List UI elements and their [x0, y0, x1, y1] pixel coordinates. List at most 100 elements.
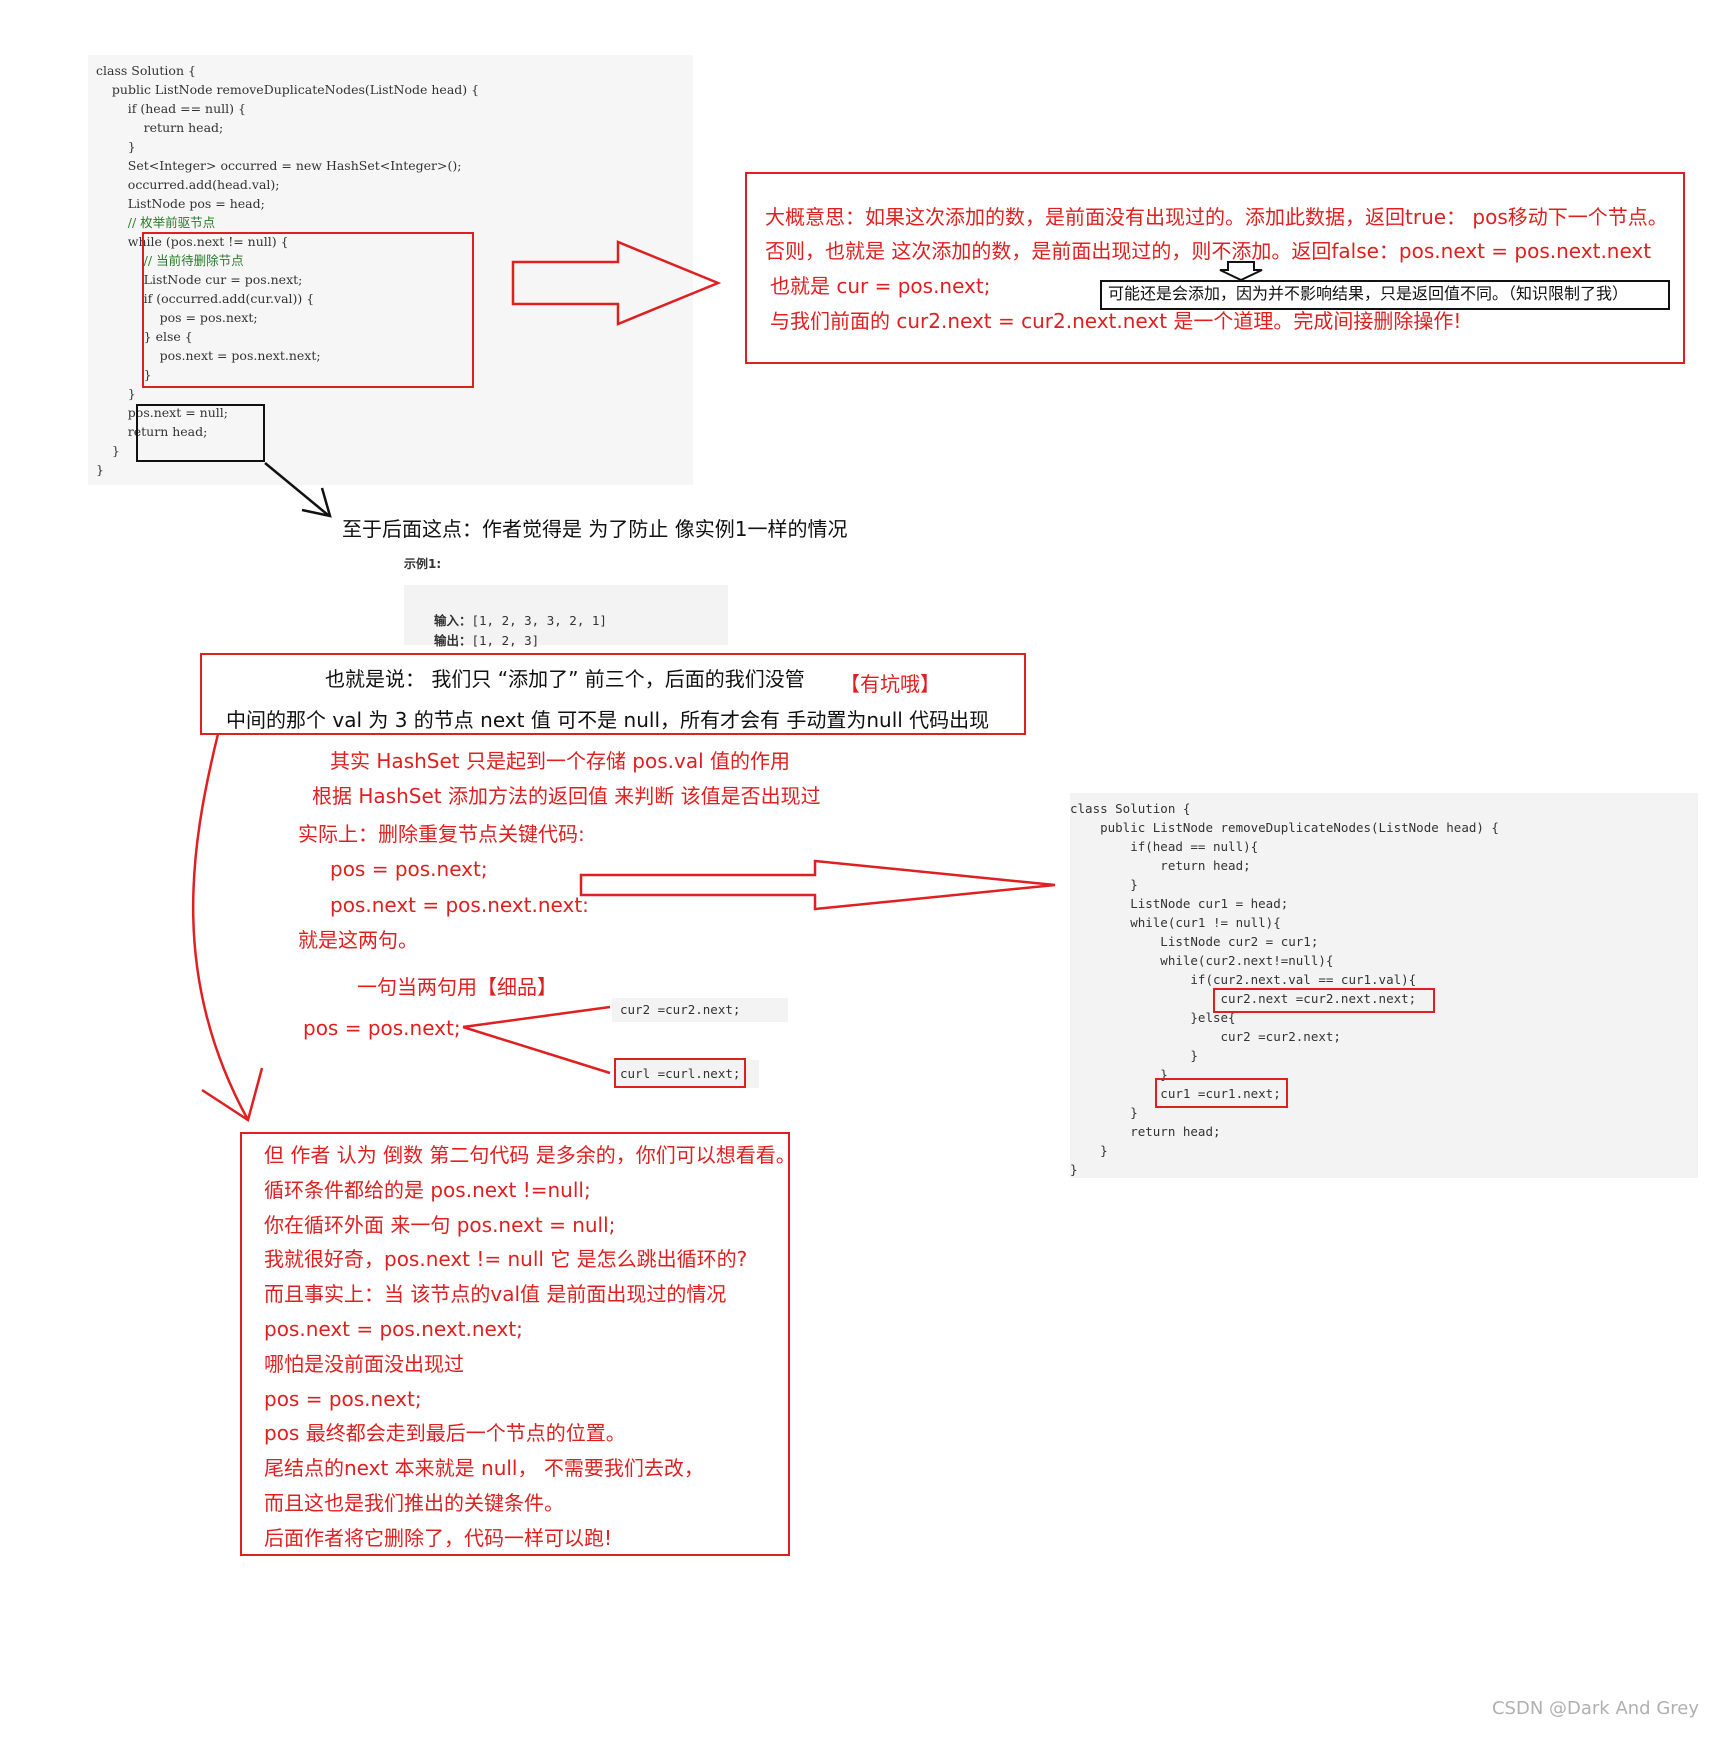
code-right-line: ListNode cur1 = head;	[1070, 896, 1289, 911]
code-left-line: } else {	[96, 329, 193, 344]
code-left-line: }	[96, 367, 152, 382]
bottom-line: pos 最终都会走到最后一个节点的位置。	[264, 1421, 626, 1446]
pitfall-tag: 【有坑哦】	[840, 672, 940, 696]
bottom-line: 尾结点的next 本来就是 null， 不需要我们去改，	[264, 1456, 704, 1481]
code-right-line: return head;	[1070, 858, 1251, 873]
bottom-lines: 但 作者 认为 倒数 第二句代码 是多余的，你们可以想看看。循环条件都给的是 p…	[264, 1138, 796, 1556]
cur2-next-highlight	[1213, 988, 1435, 1013]
mid-note-3: 实际上：删除重复节点关键代码:	[298, 822, 585, 846]
code-left-line: Set<Integer> occurred = new HashSet<Inte…	[96, 158, 462, 173]
snippet-cur1-highlight	[614, 1058, 746, 1088]
mid-note-2: 根据 HashSet 添加方法的返回值 来判断 该值是否出现过	[312, 784, 821, 808]
mid-note-1: 其实 HashSet 只是起到一个存储 pos.val 值的作用	[330, 749, 791, 773]
code-left-line: // 当前待删除节点	[96, 253, 244, 268]
code-left-panel: class Solution { public ListNode removeD…	[88, 55, 693, 485]
pitfall-line-2: 中间的那个 val 为 3 的节点 next 值 可不是 null，所有才会有 …	[226, 708, 990, 732]
code-left-line: ListNode pos = head;	[96, 196, 265, 211]
example-output-label: 输出：	[433, 633, 472, 648]
mid-note-5: pos.next = pos.next.next:	[330, 893, 589, 917]
code-right-line: if(head == null){	[1070, 839, 1259, 854]
bottom-line: 后面作者将它删除了，代码一样可以跑!	[264, 1525, 613, 1550]
code-right-line: class Solution {	[1070, 801, 1191, 816]
code-right-line: cur2 =cur2.next;	[1070, 1029, 1341, 1044]
code-left-line: ListNode cur = pos.next;	[96, 272, 303, 287]
snippet-cur2: cur2 =cur2.next;	[612, 998, 788, 1022]
code-left-line: pos.next = null;	[96, 405, 228, 420]
code-left-line: }	[96, 462, 104, 477]
code-left-line: }	[96, 386, 136, 401]
bottom-line: 循环条件都给的是 pos.next !=null;	[264, 1177, 591, 1202]
bottom-line: 而且这也是我们推出的关键条件。	[264, 1490, 564, 1515]
example-output: 输出：[1, 2, 3]	[426, 615, 539, 649]
explain-box	[745, 172, 1685, 364]
while-loop-highlight	[142, 232, 474, 388]
code-right-line: return head;	[1070, 1124, 1221, 1139]
code-left-line: if (head == null) {	[96, 101, 246, 116]
tail-code-highlight	[136, 404, 265, 462]
watermark: CSDN @Dark And Grey	[1491, 1698, 1699, 1719]
example-output-value: [1, 2, 3]	[471, 633, 540, 648]
bottom-line: 哪怕是没前面没出现过	[264, 1351, 464, 1376]
code-right-line: cur1 =cur1.next;	[1070, 1086, 1281, 1101]
code-left-line: while (pos.next != null) {	[96, 234, 289, 249]
arrow-to-right-code	[579, 859, 1056, 911]
cur1-next-highlight	[1155, 1078, 1288, 1108]
mid-note-8: pos = pos.next;	[303, 1016, 461, 1040]
code-right-line: }else{	[1070, 1010, 1236, 1025]
bottom-line: 我就很好奇，pos.next != null 它 是怎么跳出循环的?	[264, 1247, 748, 1272]
code-right-line: if(cur2.next.val == cur1.val){	[1070, 972, 1417, 987]
mid-note-4: pos = pos.next;	[330, 857, 488, 881]
code-right-line: public ListNode removeDuplicateNodes(Lis…	[1070, 820, 1499, 835]
code-left-line: return head;	[96, 120, 224, 135]
mid-note-6: 就是这两句。	[298, 928, 418, 952]
code-right-line: cur2.next =cur2.next.next;	[1070, 991, 1417, 1006]
example-input-label: 输入：	[433, 613, 472, 628]
code-left-line: if (occurred.add(cur.val)) {	[96, 291, 315, 306]
example-panel	[404, 585, 728, 645]
snippet-cur1: curl =curl.next;	[614, 1060, 759, 1088]
bottom-line: pos.next = pos.next.next;	[264, 1316, 523, 1341]
code-left-lines: class Solution { public ListNode removeD…	[96, 61, 685, 479]
explain-line-3: 也就是 cur = pos.next;	[770, 274, 991, 298]
code-left-line: pos = pos.next;	[96, 310, 258, 325]
explain-line-4: 与我们前面的 cur2.next = cur2.next.next 是一个道理。…	[770, 309, 1462, 333]
code-left-line: public ListNode removeDuplicateNodes(Lis…	[96, 82, 480, 97]
aside-box	[1100, 280, 1670, 310]
bottom-line: pos = pos.next;	[264, 1386, 422, 1411]
code-right-line: ListNode cur2 = cur1;	[1070, 934, 1319, 949]
converging-arrows	[462, 1005, 611, 1075]
pitfall-box	[200, 653, 1026, 735]
example-input: 输入：[1, 2, 3, 3, 2, 1]	[426, 595, 607, 629]
code-left-line: class Solution {	[96, 63, 196, 78]
code-right-line: }	[1070, 1048, 1198, 1063]
code-right-line: }	[1070, 1143, 1108, 1158]
arrow-to-reason	[264, 462, 332, 518]
bottom-box	[240, 1132, 790, 1556]
example-input-value: [1, 2, 3, 3, 2, 1]	[471, 613, 607, 628]
bottom-line: 但 作者 认为 倒数 第二句代码 是多余的，你们可以想看看。	[264, 1143, 796, 1167]
aside-text: 可能还是会添加，因为并不影响结果，只是返回值不同。（知识限制了我）	[1108, 284, 1629, 303]
curved-arrow	[191, 733, 264, 1122]
bottom-line: 而且事实上：当 该节点的val值 是前面出现过的情况	[264, 1282, 727, 1307]
code-left-line: }	[96, 139, 136, 154]
explain-line-2: 否则，也就是 这次添加的数，是前面出现过的，则不添加。返回false：pos.n…	[765, 239, 1652, 263]
down-arrow-icon	[1219, 261, 1263, 282]
example-title: 示例1:	[404, 557, 442, 571]
code-left-line: pos.next = pos.next.next;	[96, 348, 321, 363]
code-right-line: }	[1070, 877, 1138, 892]
code-left-line: occurred.add(head.val);	[96, 177, 280, 192]
mid-note-7: 一句当两句用【细品】	[357, 975, 557, 999]
code-right-line: while(cur1 != null){	[1070, 915, 1281, 930]
code-right-lines: class Solution { public ListNode removeD…	[1070, 799, 1698, 1179]
code-left-line: // 枚举前驱节点	[96, 215, 216, 230]
code-right-panel: class Solution { public ListNode removeD…	[1070, 793, 1698, 1178]
arrow-to-explain	[511, 240, 722, 326]
code-left-line: }	[96, 443, 120, 458]
code-right-line: }	[1070, 1105, 1138, 1120]
bottom-line: 你在循环外面 来一句 pos.next = null;	[264, 1212, 616, 1237]
reason-text: 至于后面这点：作者觉得是 为了防止 像实例1一样的情况	[342, 517, 848, 541]
code-right-line: }	[1070, 1162, 1078, 1177]
code-right-line: }	[1070, 1067, 1168, 1082]
code-right-line: while(cur2.next!=null){	[1070, 953, 1334, 968]
explain-line-1: 大概意思：如果这次添加的数，是前面没有出现过的。添加此数据，返回true： po…	[765, 205, 1668, 229]
